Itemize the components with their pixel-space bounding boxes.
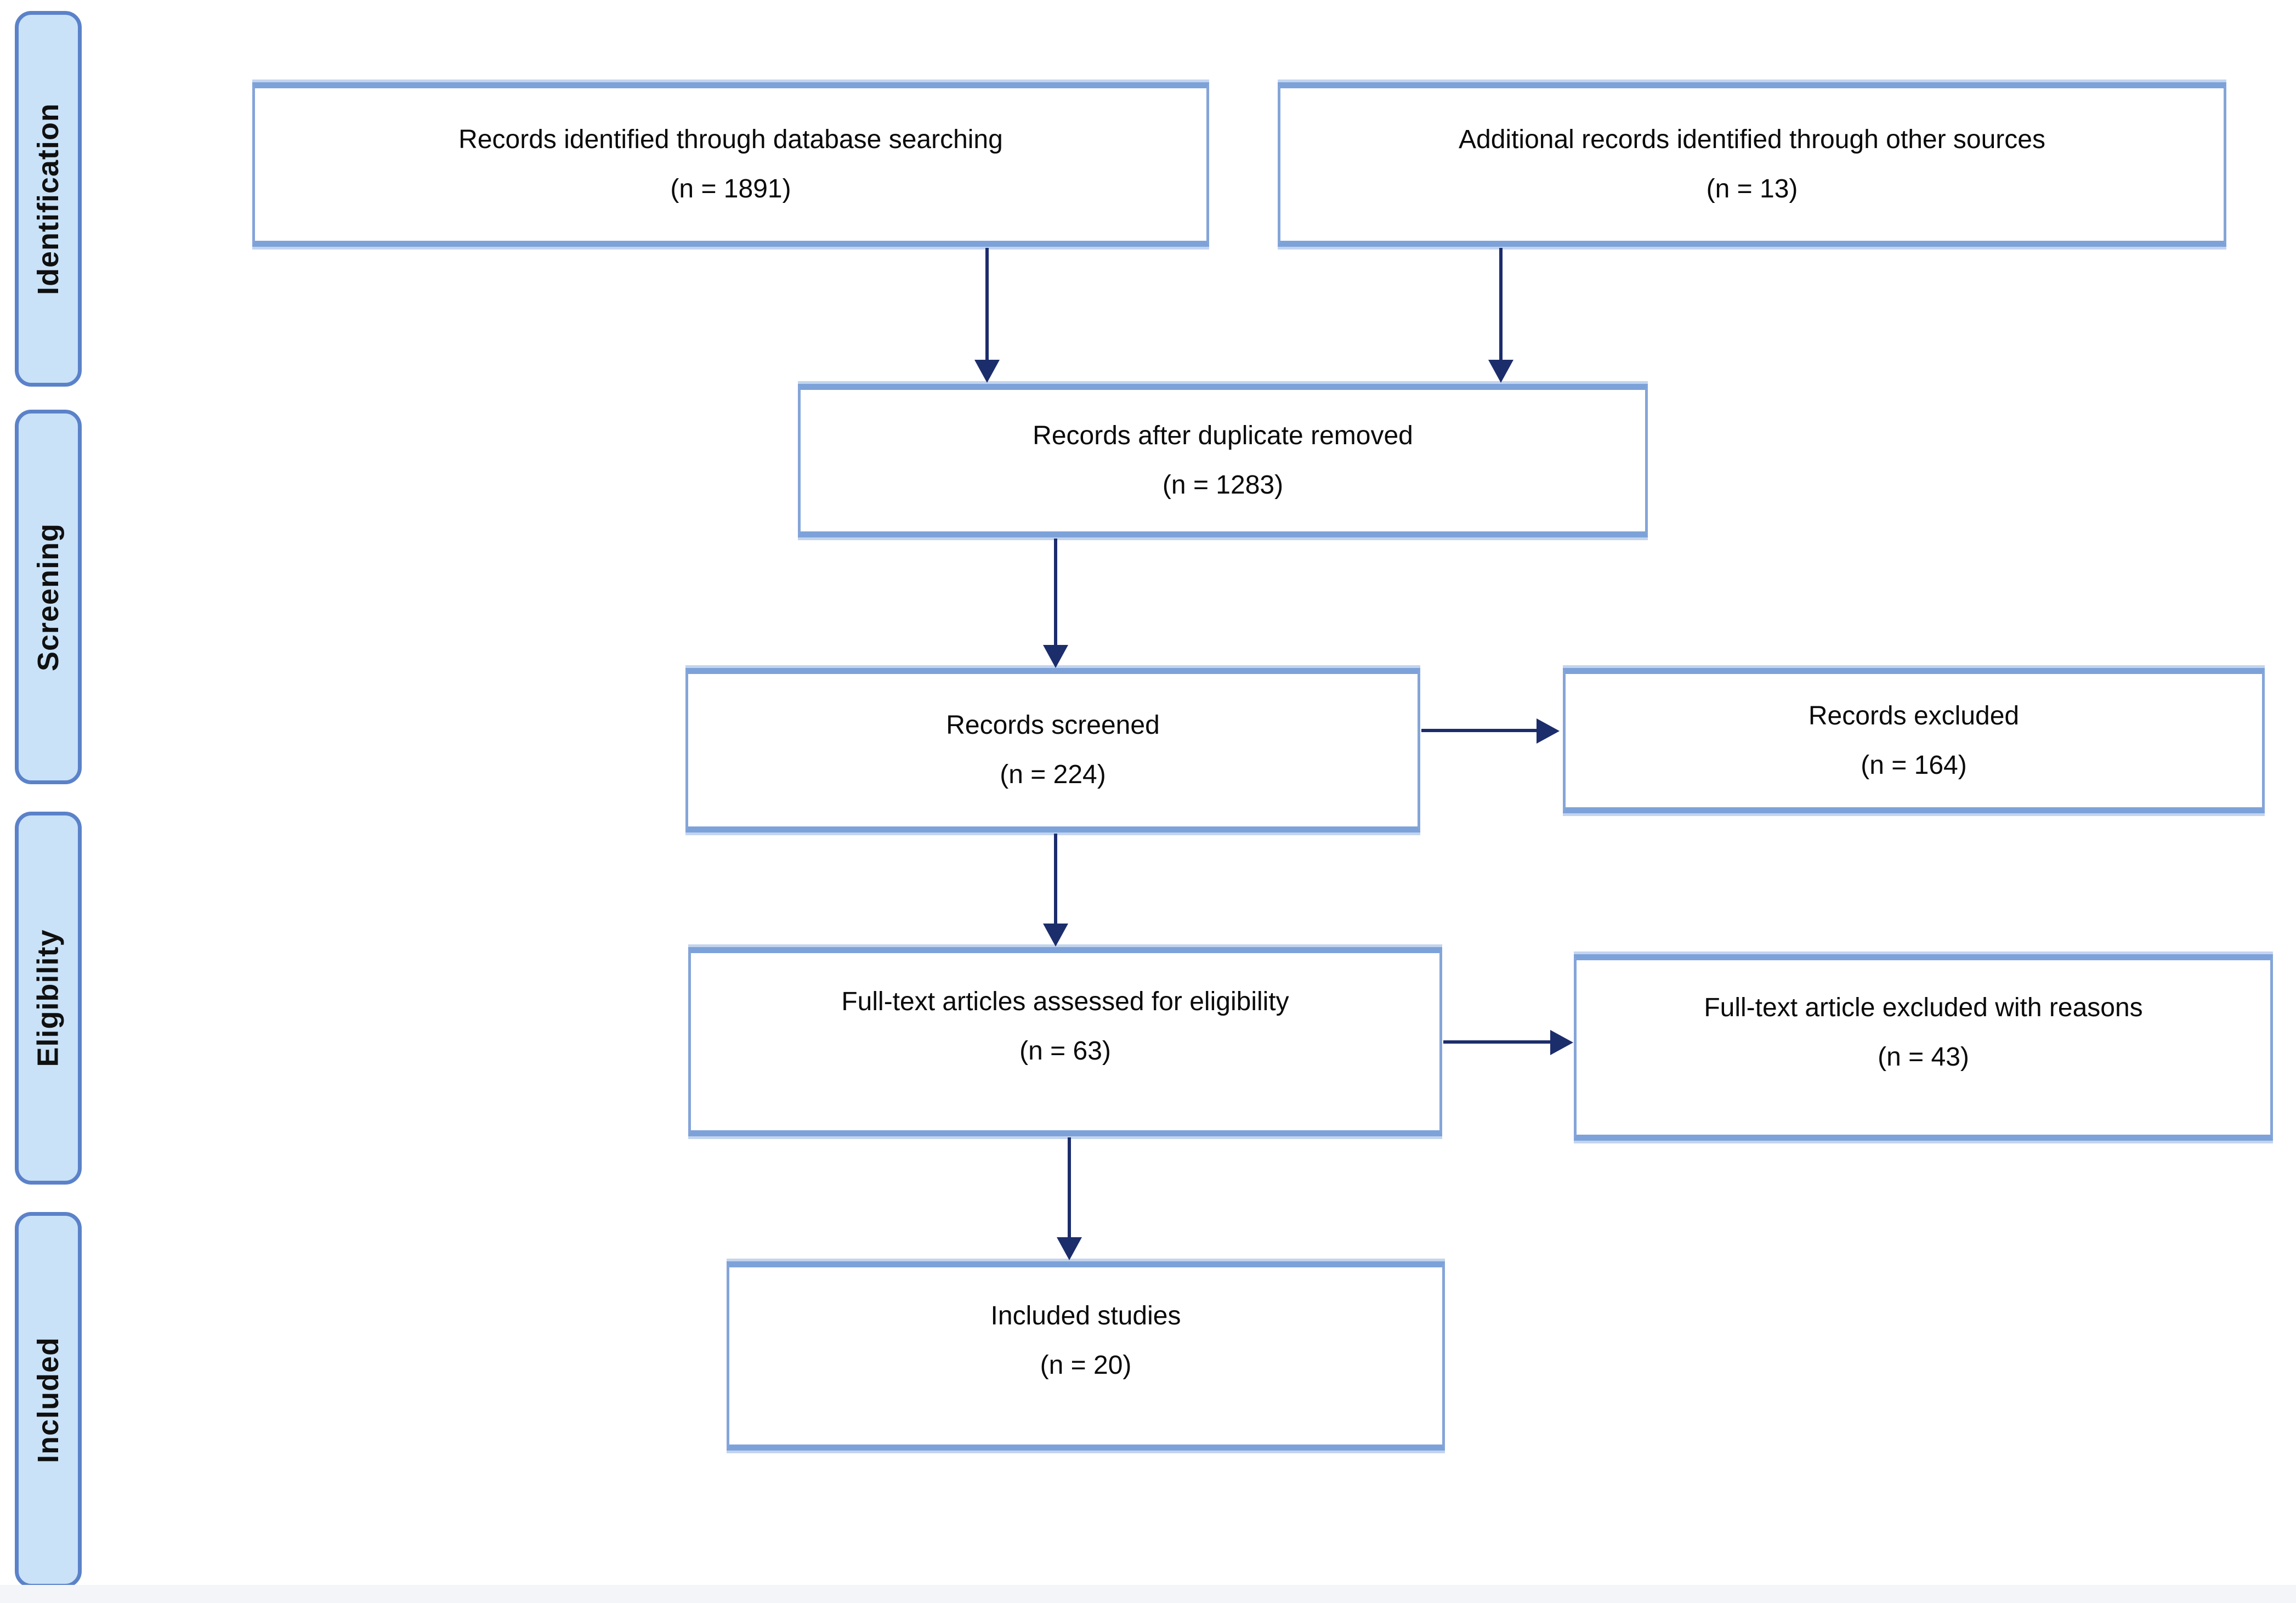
box-label: Additional records identified through ot… (1459, 125, 2045, 154)
box-records-screened: Records screened (n = 224) (685, 668, 1420, 832)
arrow-othersources-to-duplicates-line (1499, 248, 1503, 362)
box-count: (n = 224) (1000, 760, 1106, 789)
box-count: (n = 13) (1706, 174, 1798, 203)
arrow-othersources-to-duplicates-head-icon (1488, 360, 1513, 383)
arrow-dbsearch-to-duplicates-line (985, 248, 989, 362)
box-included-studies: Included studies (n = 20) (727, 1261, 1445, 1451)
stage-screening: Screening (15, 410, 82, 784)
stage-screening-label: Screening (32, 523, 65, 671)
stage-included: Included (15, 1212, 82, 1588)
arrow-screened-to-excluded-head-icon (1537, 718, 1560, 744)
arrow-screened-to-fulltext-line (1054, 834, 1057, 926)
box-records-excluded: Records excluded (n = 164) (1563, 668, 2265, 813)
stage-identification-label: Identification (32, 103, 65, 295)
box-label: Records screened (946, 711, 1160, 740)
arrow-screened-to-excluded-line (1421, 729, 1539, 732)
box-label: Records identified through database sear… (458, 125, 1003, 154)
arrow-fulltext-to-included-line (1068, 1137, 1071, 1239)
box-records-identified-database: Records identified through database sear… (252, 82, 1209, 247)
arrow-fulltext-to-excluded-head-icon (1550, 1030, 1573, 1055)
box-label: Full-text articles assessed for eligibil… (841, 987, 1289, 1016)
box-label: Full-text article excluded with reasons (1704, 993, 2143, 1022)
arrow-fulltext-to-excluded-line (1443, 1040, 1553, 1044)
arrow-duplicates-to-screened-head-icon (1043, 645, 1068, 668)
box-fulltext-excluded-with-reasons: Full-text article excluded with reasons … (1574, 954, 2273, 1141)
arrow-fulltext-to-included-head-icon (1057, 1237, 1082, 1260)
box-fulltext-assessed-eligibility: Full-text articles assessed for eligibil… (688, 947, 1442, 1136)
box-label: Included studies (990, 1301, 1181, 1330)
arrow-duplicates-to-screened-line (1054, 539, 1057, 647)
box-count: (n = 20) (1040, 1351, 1132, 1380)
stage-eligibility: Eligibility (15, 812, 82, 1185)
stage-identification: Identification (15, 11, 82, 387)
box-label: Records after duplicate removed (1033, 421, 1413, 450)
arrow-dbsearch-to-duplicates-head-icon (974, 360, 1000, 383)
stage-included-label: Included (32, 1336, 65, 1463)
box-count: (n = 164) (1861, 750, 1967, 780)
box-count: (n = 63) (1019, 1036, 1111, 1066)
box-count: (n = 43) (1878, 1042, 1969, 1072)
arrow-screened-to-fulltext-head-icon (1043, 924, 1068, 947)
box-label: Records excluded (1808, 701, 2020, 730)
box-count: (n = 1891) (670, 174, 791, 203)
bottom-edge-strip (0, 1585, 2296, 1603)
stage-eligibility-label: Eligibility (32, 929, 65, 1067)
box-count: (n = 1283) (1162, 471, 1284, 500)
box-additional-records-other-sources: Additional records identified through ot… (1278, 82, 2226, 247)
box-records-after-duplicates-removed: Records after duplicate removed (n = 128… (798, 384, 1648, 537)
